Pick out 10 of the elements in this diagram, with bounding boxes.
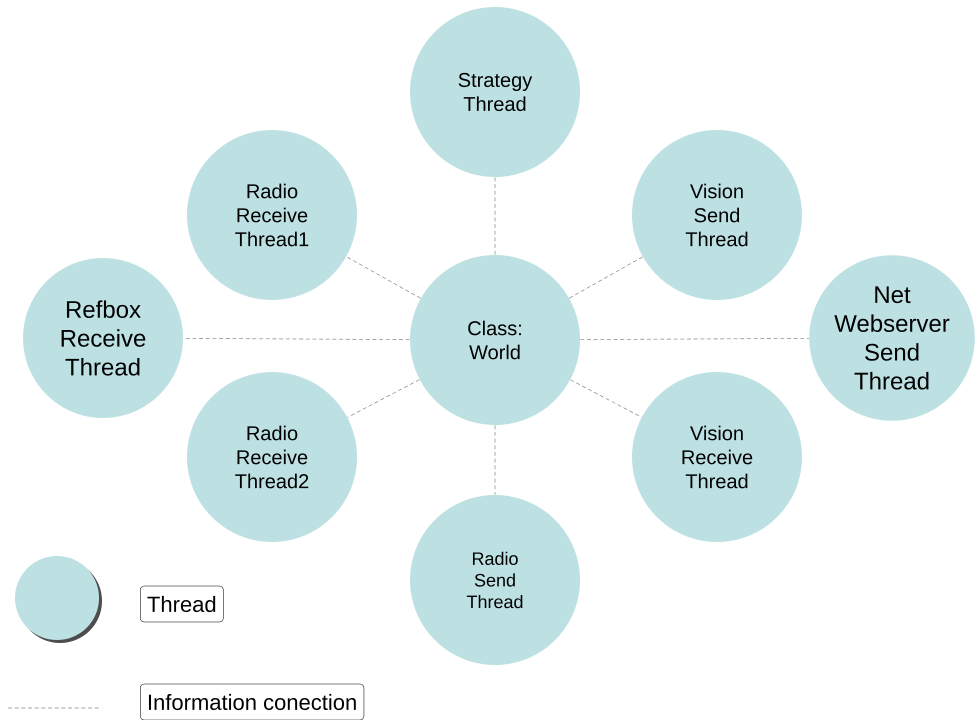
connector-line (182, 338, 410, 340)
connector-line (570, 379, 642, 418)
connector-line (568, 256, 644, 298)
legend-label: Thread (140, 586, 224, 622)
connector-line (494, 424, 496, 496)
connector-line (347, 379, 420, 418)
connector-line (494, 176, 496, 256)
legend-label: Information conection (140, 684, 364, 720)
connector-line (346, 256, 421, 299)
connector-line (580, 338, 810, 340)
